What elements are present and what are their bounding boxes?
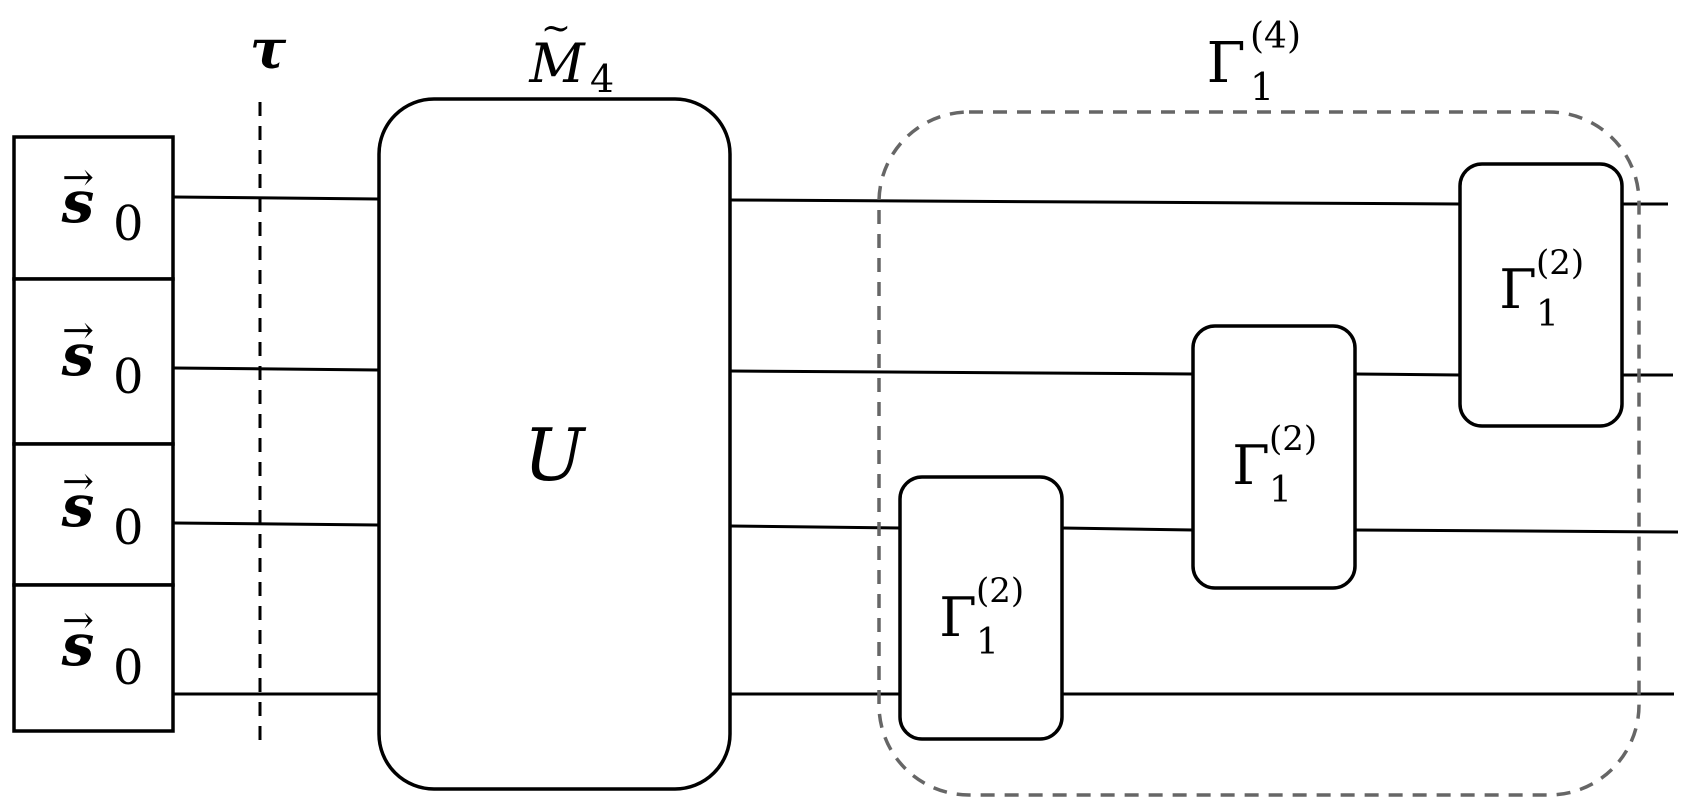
wire-2-right-a: [729, 369, 1194, 376]
gamma2-gate-1-symbol: Γ: [939, 586, 976, 649]
gamma2-gate-2-superscript: (2): [1269, 419, 1317, 459]
gamma2-gate-2-symbol: Γ: [1232, 434, 1269, 497]
input-box-1: [12, 135, 175, 281]
wire-2-right-b: [1354, 372, 1461, 377]
input-state-3-arrow: →: [62, 459, 94, 503]
wires-left: [173, 195, 379, 696]
unitary-label: U: [524, 413, 587, 497]
gamma2-gate-1: Γ (2) 1: [898, 475, 1064, 741]
input-state-2: → s 0: [61, 308, 144, 405]
gamma4-symbol: Γ: [1207, 31, 1246, 96]
input-state-3: → s 0: [61, 459, 144, 556]
m-tilde-mark: ~: [541, 8, 571, 49]
wire-3-right-a: [729, 524, 901, 530]
input-box-4: [12, 583, 175, 733]
gamma2-gate-3-superscript: (2): [1536, 243, 1584, 283]
input-state-3-subscript: 0: [113, 500, 144, 556]
tau-label: τ: [250, 17, 287, 81]
input-state-4-arrow: →: [62, 598, 94, 642]
input-state-4-subscript: 0: [113, 640, 144, 696]
wires-right: [729, 198, 1679, 696]
unitary-block: [377, 97, 732, 791]
gamma2-gate-1-superscript: (2): [976, 571, 1024, 611]
m-tilde-subscript: 4: [590, 57, 614, 101]
gamma2-gate-1-box: [898, 475, 1064, 741]
gamma2-gate-2: Γ (2) 1: [1191, 324, 1357, 590]
input-state-2-arrow: →: [62, 308, 94, 352]
gamma2-gate-2-subscript: 1: [1269, 470, 1292, 511]
input-state-2-subscript: 0: [113, 349, 144, 405]
gamma2-gate-3-box: [1458, 162, 1624, 428]
input-state-3-symbol: s: [61, 472, 95, 540]
input-state-1: → s 0: [61, 155, 144, 252]
gamma2-gate-2-box: [1191, 324, 1357, 590]
input-state-1-symbol: s: [61, 168, 95, 236]
m-tilde-symbol: M: [528, 32, 586, 95]
gamma4-region: [877, 110, 1641, 797]
gamma4-superscript: (4): [1250, 16, 1301, 57]
gamma2-gate-3-subscript: 1: [1536, 294, 1559, 335]
input-state-4: → s 0: [61, 598, 144, 696]
input-state-2-symbol: s: [61, 321, 95, 389]
gamma2-gate-3: Γ (2) 1: [1458, 162, 1624, 428]
input-state-1-subscript: 0: [113, 196, 144, 252]
wire-2-left: [173, 366, 379, 372]
gamma2-gate-3-symbol: Γ: [1499, 258, 1536, 321]
input-state-4-symbol: s: [61, 611, 95, 679]
wire-1-right-a: [729, 198, 1461, 206]
input-register: → s 0 → s 0 → s 0 → s 0: [12, 135, 175, 733]
gamma4-subscript: 1: [1250, 65, 1274, 109]
m-tilde-label: ~ M 4: [528, 8, 614, 101]
wire-1-left: [173, 195, 379, 201]
wire-3-right-c: [1354, 528, 1679, 534]
gamma2-gate-1-subscript: 1: [976, 622, 999, 663]
input-box-3: [12, 442, 175, 587]
wire-3-right-b: [1061, 526, 1194, 532]
wire-3-left: [173, 521, 379, 527]
gamma4-label: Γ (4) 1: [1207, 16, 1301, 109]
input-state-1-arrow: →: [62, 155, 94, 199]
